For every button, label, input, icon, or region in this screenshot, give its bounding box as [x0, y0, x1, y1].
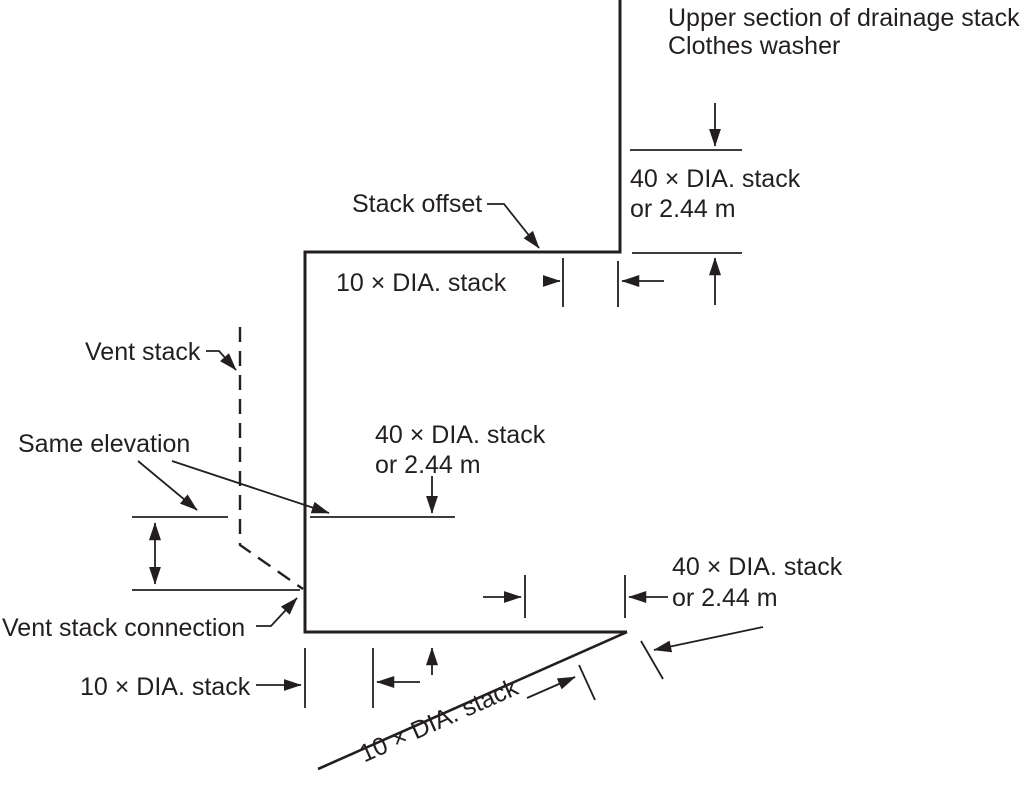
dim-40dia-mid-line1: 40 × DIA. stack — [375, 421, 546, 449]
vent-stack-dashed-line — [238, 327, 304, 590]
drainage-stack-path — [303, 0, 627, 634]
leader-vent-stack-connection — [256, 597, 298, 627]
leader-same-elevation-right — [171, 460, 330, 514]
dimension-arrows — [149, 103, 764, 699]
label-vent-stack-connection: Vent stack connection — [2, 614, 245, 642]
dim-10dia-top: 10 × DIA. stack — [336, 269, 507, 297]
sloped-drain-line — [317, 630, 628, 771]
drainage-piping — [238, 0, 628, 771]
label-clothes-washer: Clothes washer — [668, 32, 840, 60]
dim-40dia-bottom-line2: or 2.44 m — [672, 584, 778, 612]
text-labels: Upper section of drainage stack Clothes … — [2, 4, 1020, 768]
label-upper-section: Upper section of drainage stack — [668, 4, 1020, 32]
dimension-ticks — [304, 258, 664, 708]
dim-40dia-mid-line2: or 2.44 m — [375, 451, 481, 479]
leader-same-elevation-left — [137, 460, 198, 511]
label-vent-stack: Vent stack — [85, 338, 201, 366]
dim-40dia-top-line2: or 2.44 m — [630, 195, 736, 223]
dim-10dia-sloped: 10 × DIA. stack — [355, 673, 522, 768]
arrow-sloped-40dia-leader — [653, 626, 764, 653]
dim-10dia-bottom-left: 10 × DIA. stack — [80, 673, 251, 701]
arrow-sloped-10dia — [526, 676, 576, 699]
label-stack-offset: Stack offset — [352, 190, 482, 218]
tick-sloped-lower — [578, 664, 596, 701]
reference-lines — [132, 149, 742, 591]
leader-stack-offset — [487, 203, 540, 249]
dim-40dia-bottom-line1: 40 × DIA. stack — [672, 553, 843, 581]
label-same-elevation: Same elevation — [18, 430, 190, 458]
label-leaders — [137, 203, 540, 627]
leader-vent-stack — [206, 350, 237, 371]
tick-sloped-upper — [640, 640, 664, 680]
dim-40dia-top-line1: 40 × DIA. stack — [630, 165, 801, 193]
